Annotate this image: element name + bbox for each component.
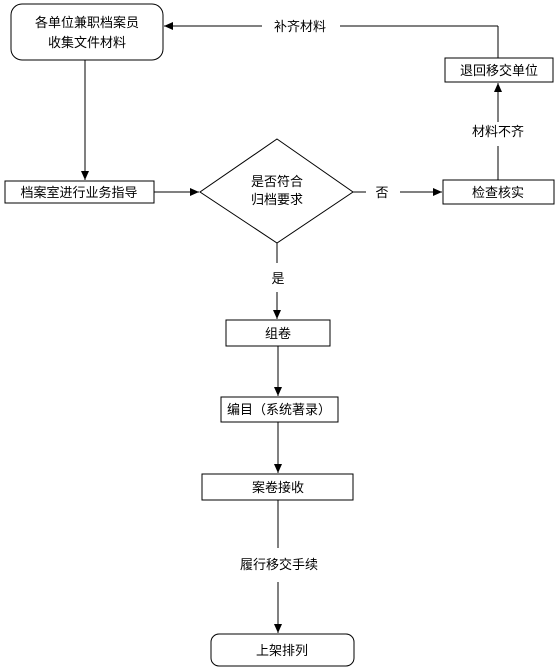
node-assemble-label: 组卷 (265, 326, 291, 342)
node-return-unit: 退回移交单位 (444, 57, 554, 83)
node-decision-line1: 是否符合 (251, 174, 303, 190)
node-catalog-label: 编目（系统著录） (227, 403, 331, 418)
node-guidance-label: 档案室进行业务指导 (20, 185, 137, 201)
edge-label-yes: 是 (271, 272, 284, 287)
node-receive-label: 案卷接收 (252, 480, 304, 496)
node-shelve-label: 上架排列 (256, 644, 308, 659)
node-catalog: 编目（系统著录） (220, 396, 339, 423)
node-decision: 是否符合 归档要求 (199, 138, 354, 244)
edge-label-supplement: 补齐材料 (274, 19, 326, 35)
node-collect-line2: 收集文件材料 (48, 35, 126, 51)
node-check-label: 检查核实 (472, 186, 524, 201)
edge-label-handover: 履行移交手续 (240, 557, 318, 573)
node-collect-line1: 各单位兼职档案员 (35, 15, 139, 31)
node-shelve: 上架排列 (210, 633, 355, 667)
node-assemble: 组卷 (225, 319, 331, 347)
node-business-guidance: 档案室进行业务指导 (4, 180, 155, 204)
edge-label-incomplete: 材料不齐 (472, 124, 524, 140)
edge-label-no: 否 (375, 186, 388, 201)
node-receive: 案卷接收 (201, 473, 354, 501)
node-return-label: 退回移交单位 (460, 63, 538, 79)
node-decision-line2: 归档要求 (251, 193, 303, 208)
node-collect-materials: 各单位兼职档案员 收集文件材料 (10, 3, 164, 61)
node-check-verify: 检查核实 (442, 179, 555, 205)
